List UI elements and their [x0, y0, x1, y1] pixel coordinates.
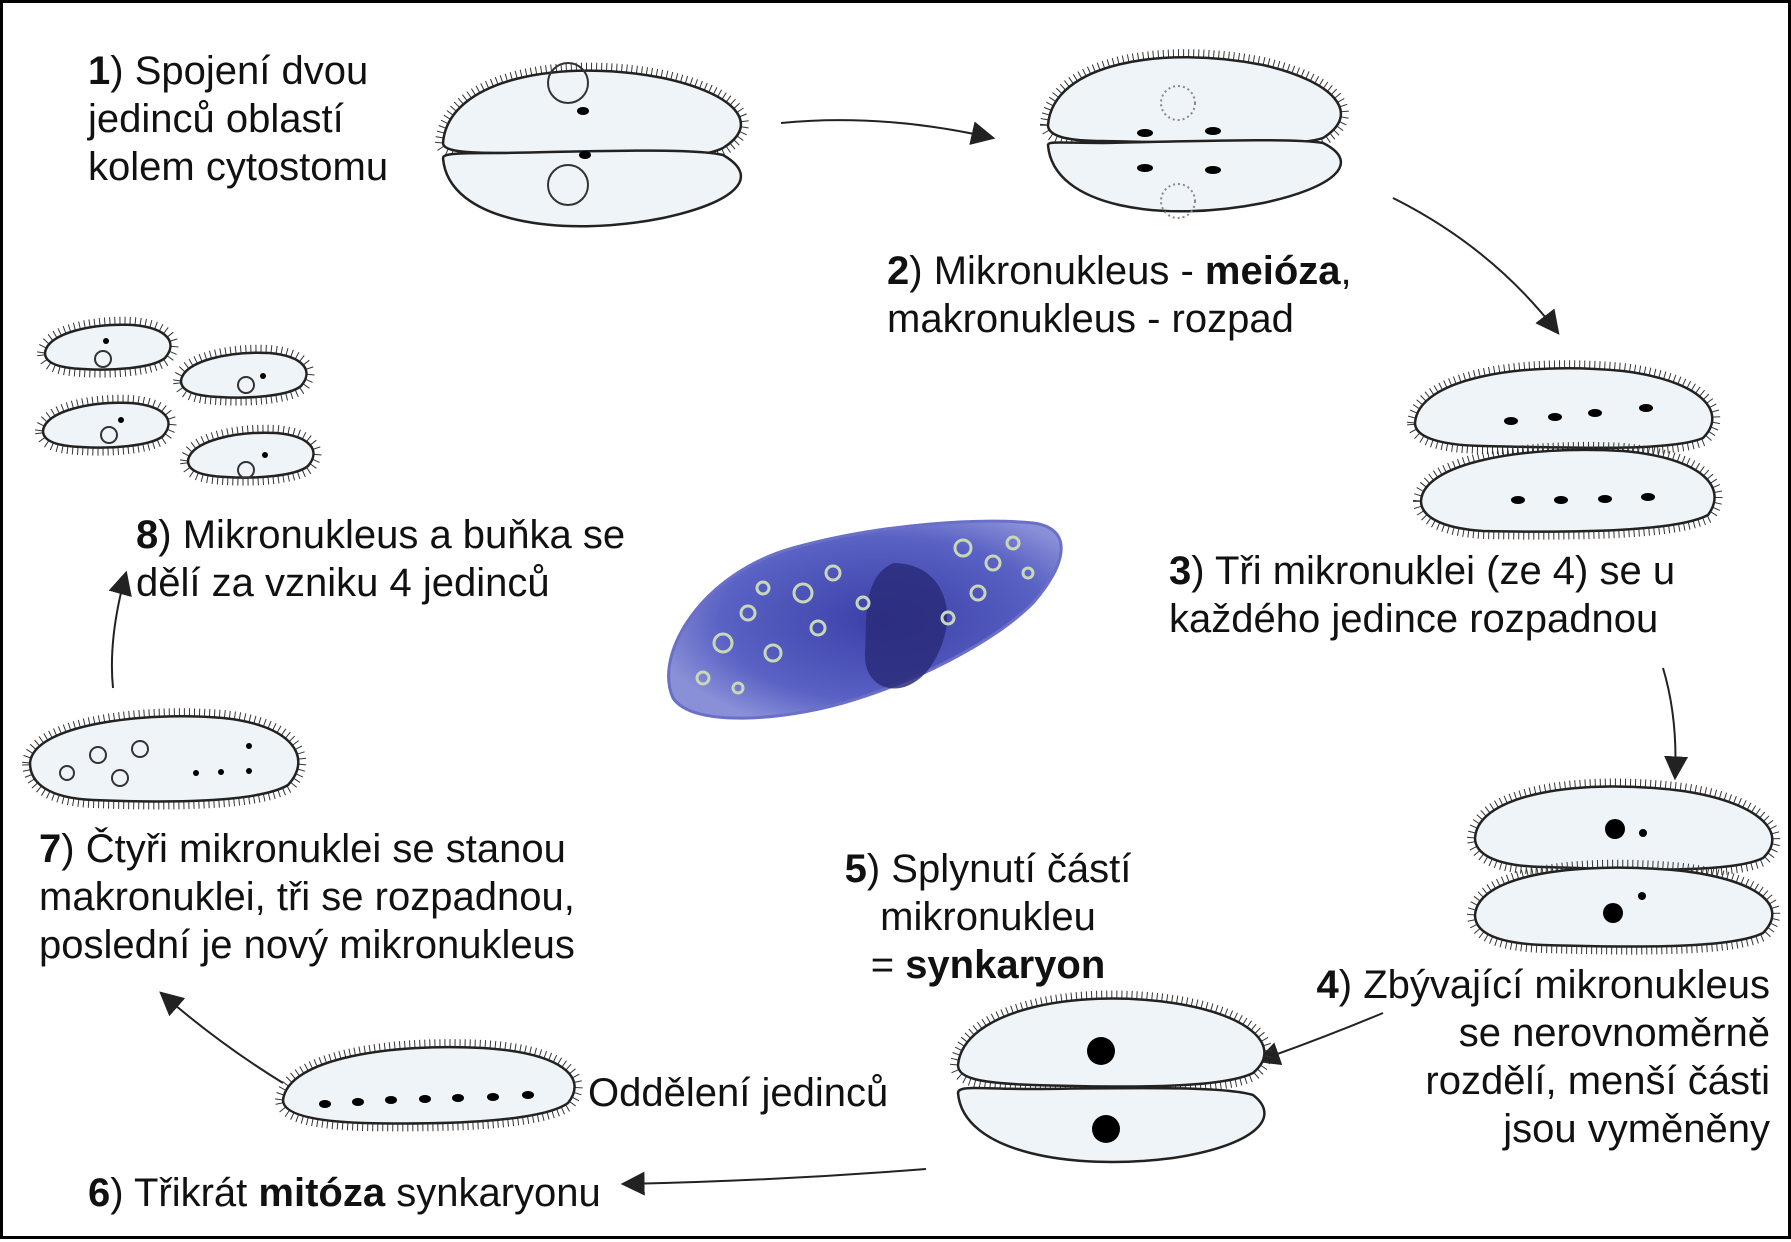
step8-label: 8) Mikronukleus a buňka se dělí za vznik…	[136, 511, 625, 607]
step2-comma: ,	[1341, 249, 1352, 293]
step3-line1: Tři mikronuklei (ze 4) se u	[1215, 549, 1675, 593]
step4-line4: jsou vyměněny	[1503, 1107, 1770, 1151]
step6-mitoza: mitóza	[258, 1171, 385, 1215]
step4-line1: Zbývající mikronukleus	[1363, 963, 1770, 1007]
step6-post: synkaryonu	[385, 1171, 601, 1215]
step4-line2: se nerovnoměrně	[1459, 1011, 1770, 1055]
step7-label: 7) Čtyři mikronuklei se stanou makronukl…	[39, 825, 575, 969]
paramecium-micrograph	[669, 521, 1062, 718]
step3-label: 3) Tři mikronuklei (ze 4) se u každého j…	[1169, 547, 1675, 643]
step2-number: 2	[887, 249, 909, 293]
step2-label: 2) Mikronukleus - meióza, makronukleus -…	[887, 247, 1352, 343]
step7-number: 7	[39, 827, 61, 871]
step5-number: 5	[845, 847, 867, 891]
step3-line2: každého jedince rozpadnou	[1169, 597, 1658, 641]
arrow-5-to-6	[623, 1169, 926, 1184]
step2-meioza: meióza	[1205, 249, 1341, 293]
stage1-cell-pair	[435, 63, 749, 227]
separation-label: Oddělení jedinců	[588, 1069, 888, 1117]
step4-label: 4) Zbývající mikronukleus se nerovnoměrn…	[1317, 961, 1770, 1153]
step5-synkaryon: synkaryon	[905, 943, 1105, 987]
step4-line3: rozdělí, menší části	[1425, 1059, 1770, 1103]
step5-equals: =	[871, 943, 905, 987]
arrow-6-to-7	[161, 993, 283, 1083]
step7-line1: Čtyři mikronuklei se stanou	[86, 827, 566, 871]
step8-number: 8	[136, 513, 158, 557]
step8-line1: Mikronukleus a buňka se	[183, 513, 625, 557]
step2-line2: makronukleus - rozpad	[887, 297, 1294, 341]
step5-line2: mikronukleu	[880, 895, 1096, 939]
stage6-cell	[275, 1039, 582, 1131]
step6-label: 6) Třikrát mitóza synkaryonu	[88, 1169, 601, 1217]
stage5-cell-pair	[950, 991, 1272, 1163]
daughter-cell	[173, 345, 314, 406]
stage3-cell-pair	[1407, 360, 1723, 539]
step8-line2: dělí za vzniku 4 jedinců	[136, 561, 550, 605]
step5-label: 5) Splynutí částí mikronukleu = synkaryo…	[818, 845, 1158, 989]
step4-number: 4	[1317, 963, 1339, 1007]
step7-line2: makronuklei, tři se rozpadnou,	[39, 875, 575, 919]
arrow-3-to-4	[1663, 668, 1676, 778]
arrow-7-to-8	[112, 573, 126, 688]
step1-line3: kolem cytostomu	[88, 145, 388, 189]
stage7-cell	[22, 708, 306, 809]
step1-line2: jedinců oblastí	[88, 97, 344, 141]
step1-line1: Spojení dvou	[135, 49, 369, 93]
step6-pre: Třikrát	[134, 1171, 258, 1215]
arrow-1-to-2	[781, 120, 993, 138]
step2-line1-text: Mikronukleus -	[934, 249, 1205, 293]
daughter-cell	[35, 395, 176, 456]
daughter-cell	[37, 317, 178, 378]
step3-number: 3	[1169, 549, 1191, 593]
daughter-cell	[180, 425, 321, 486]
step1-number: 1	[88, 49, 110, 93]
step5-line1: Splynutí částí	[891, 847, 1131, 891]
step7-line3: poslední je nový mikronukleus	[39, 923, 575, 967]
stage8-daughter-cells	[35, 317, 321, 486]
step1-label: 1) Spojení dvou jedinců oblastí kolem cy…	[88, 47, 388, 191]
stage2-cell-pair	[1040, 49, 1349, 218]
step6-number: 6	[88, 1171, 110, 1215]
arrow-2-to-3	[1393, 198, 1558, 333]
stage4-cell-pair	[1467, 779, 1780, 955]
